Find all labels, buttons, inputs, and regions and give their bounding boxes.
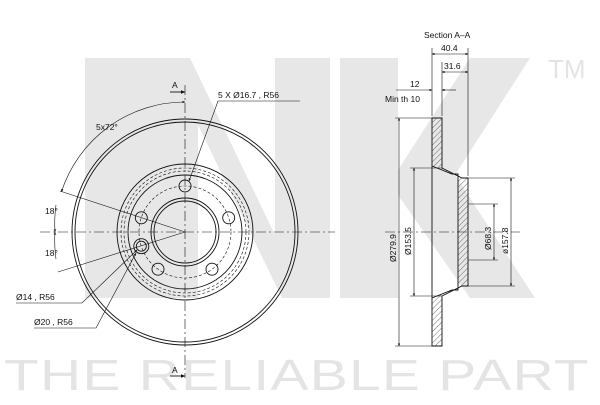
bolt-hole <box>222 211 236 225</box>
bolt-holes-label: 5 X Ø16.7 , R56 <box>218 90 279 100</box>
front-view: A A 5 X Ø16.7 , R56 5x72° 18° 18° Ø14 , … <box>16 80 335 378</box>
outer-diameter-label: Ø279.9 <box>388 234 398 262</box>
center-bore-label: Ø68.3 <box>483 227 493 250</box>
section-view: Section A–A 40.4 31.6 12 Min th 10 Ø279.… <box>385 30 520 347</box>
angle-upper-label: 18° <box>45 206 58 216</box>
large-hole <box>133 238 150 255</box>
hat-diameter-label: Ø153.5 <box>403 227 413 255</box>
hub-diameter-label: ø157.8 <box>500 227 510 254</box>
thickness-label: 12 <box>410 79 420 89</box>
small-hole-leader <box>16 249 138 304</box>
center-bore <box>153 200 217 264</box>
section-mark-top: A <box>172 80 178 90</box>
disc-cross-section <box>431 117 469 347</box>
trademark-mark: TM <box>548 54 586 84</box>
bolt-hole <box>151 262 165 276</box>
min-thickness-label: Min th 10 <box>385 94 420 104</box>
small-hole-label: Ø14 , R56 <box>16 292 55 302</box>
total-height-label: 40.4 <box>441 43 458 53</box>
bolt-pattern-label: 5x72° <box>96 122 118 132</box>
angle-ray-lower <box>57 231 186 273</box>
bolt-hole <box>205 262 219 276</box>
bolt-pattern-arc <box>61 100 186 193</box>
center-bore-outer <box>150 197 220 267</box>
large-hole-label: Ø20 , R56 <box>34 317 73 327</box>
section-mark-bottom: A <box>172 365 178 375</box>
bolt-hole <box>134 211 148 225</box>
brand-tagline: THE RELIABLE PART <box>4 351 590 400</box>
bolt-holes-leader <box>188 100 300 182</box>
hat-height-label: 31.6 <box>444 61 461 71</box>
angle-ray-upper <box>59 190 186 233</box>
angle-lower-label: 18° <box>45 248 58 258</box>
large-hole-leader <box>34 252 137 329</box>
small-hole <box>135 240 147 252</box>
angle-lower-arc <box>53 231 57 260</box>
section-title: Section A–A <box>424 30 471 40</box>
